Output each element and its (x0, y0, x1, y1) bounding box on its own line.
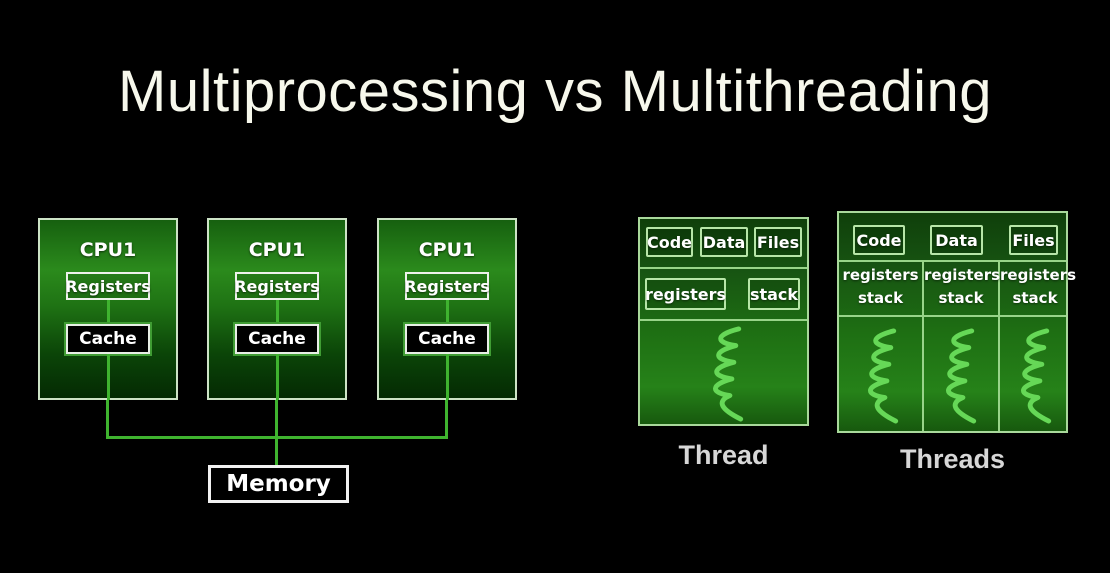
thread-squiggle-icon (1011, 327, 1057, 425)
cache-bus-connector (107, 354, 110, 400)
thread-column-labels: registers stack (839, 264, 922, 311)
page-title: Multiprocessing vs Multithreading (118, 59, 992, 124)
thread-squiggle-icon (703, 325, 749, 423)
cpu3-drop-line (445, 400, 448, 439)
cache-bus-connector (276, 354, 279, 400)
data-segment-box: Data (700, 227, 748, 257)
cache-box: Cache (235, 324, 319, 354)
cpu-box-3: CPU1 Registers Cache (377, 218, 517, 400)
registers-cache-connector (276, 300, 279, 324)
cache-box: Cache (66, 324, 150, 354)
threads-caption: Threads (899, 444, 1006, 474)
cpu2-memory-line (275, 400, 278, 466)
registers-box: registers (645, 278, 726, 310)
stack-box: stack (748, 278, 800, 310)
threads-process-box: Code Data Files registers stack register… (837, 211, 1077, 433)
thread-column-labels: registers stack (924, 264, 1001, 311)
registers-label: registers (842, 266, 919, 284)
cache-box: Cache (405, 324, 489, 354)
stack-label: stack (938, 289, 984, 308)
registers-label: registers (924, 266, 1001, 284)
code-segment-box: Code (646, 227, 693, 257)
cache-bus-connector (446, 354, 449, 400)
segment-divider (839, 260, 1066, 262)
cpu1-drop-line (106, 400, 109, 439)
data-segment-box: Data (930, 225, 983, 255)
files-segment-box: Files (1009, 225, 1058, 255)
cpu-box-2: CPU1 Registers Cache (207, 218, 347, 400)
stack-label: stack (857, 289, 904, 308)
thread-squiggle-icon (936, 327, 982, 425)
registers-cache-connector (446, 300, 449, 324)
segment-divider (640, 267, 807, 269)
code-segment-box: Code (853, 225, 905, 255)
registers-label: registers (1000, 266, 1077, 284)
cpu-label: CPU1 (418, 239, 476, 261)
stack-divider (839, 315, 1066, 317)
thread-column-divider-1 (922, 260, 924, 431)
stack-label: stack (1012, 289, 1058, 308)
thread-process-box: Code Data Files registers stack (638, 217, 809, 426)
stack-divider (640, 319, 807, 321)
memory-bus-line (107, 436, 448, 439)
registers-box: Registers (65, 272, 151, 300)
thread-caption: Thread (678, 440, 769, 470)
cpu-label: CPU1 (79, 239, 137, 261)
registers-cache-connector (107, 300, 110, 324)
thread-column-labels: registers stack (1000, 264, 1077, 311)
registers-box: Registers (404, 272, 490, 300)
files-segment-box: Files (754, 227, 802, 257)
thread-column-divider-2 (998, 260, 1000, 431)
cpu-label: CPU1 (248, 239, 306, 261)
thread-squiggle-icon (858, 327, 904, 425)
registers-box: Registers (234, 272, 320, 300)
memory-box: Memory (208, 465, 349, 503)
cpu-box-1: CPU1 Registers Cache (38, 218, 178, 400)
